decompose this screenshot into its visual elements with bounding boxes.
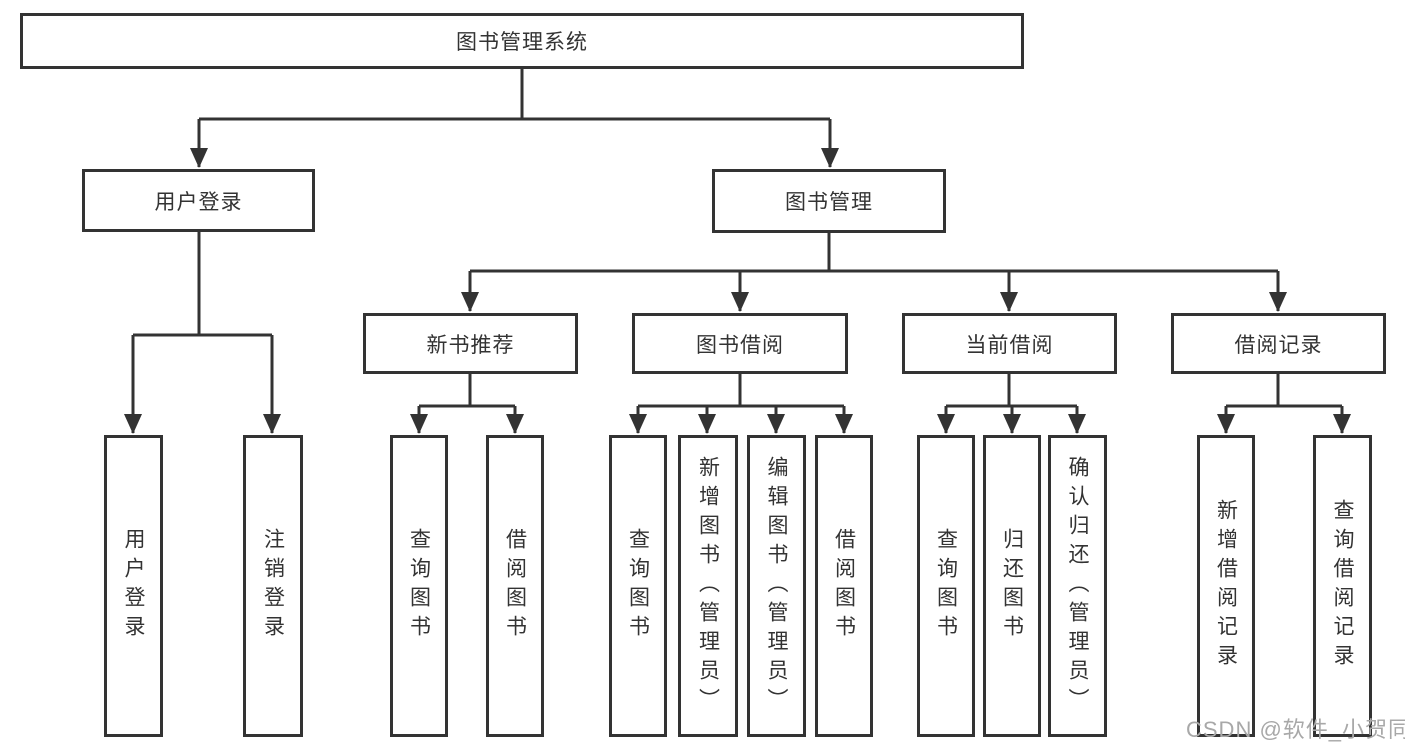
node-current-borrow: 当前借阅 <box>902 313 1117 374</box>
leaf-user-login-label: 用户登录 <box>122 528 146 644</box>
leaf-borrow-add-book-admin-label: 新增图书（管理员） <box>696 455 721 717</box>
leaf-recommend-borrow-book-label: 借阅图书 <box>503 528 528 644</box>
leaf-recommend-borrow-book: 借阅图书 <box>486 435 544 737</box>
node-current-borrow-label: 当前借阅 <box>965 332 1054 357</box>
leaf-current-return-book-label: 归还图书 <box>1000 528 1025 644</box>
leaf-current-confirm-return-admin: 确认归还（管理员） <box>1048 435 1107 737</box>
node-user-login-label: 用户登录 <box>154 189 243 214</box>
node-borrow-record-label: 借阅记录 <box>1234 332 1323 357</box>
node-root: 图书管理系统 <box>20 13 1024 69</box>
node-book-management: 图书管理 <box>712 169 946 233</box>
leaf-borrow-borrow-book-label: 借阅图书 <box>832 528 857 644</box>
leaf-logout: 注销登录 <box>243 435 303 737</box>
leaf-current-return-book: 归还图书 <box>983 435 1041 737</box>
node-book-borrow: 图书借阅 <box>632 313 848 374</box>
leaf-user-login: 用户登录 <box>104 435 163 737</box>
leaf-record-add-borrow-record: 新增借阅记录 <box>1197 435 1255 737</box>
leaf-current-query-book: 查询图书 <box>917 435 975 737</box>
leaf-logout-label: 注销登录 <box>261 528 286 644</box>
leaf-borrow-query-book: 查询图书 <box>609 435 667 737</box>
leaf-borrow-edit-book-admin: 编辑图书（管理员） <box>747 435 806 737</box>
leaf-current-query-book-label: 查询图书 <box>934 528 959 644</box>
leaf-record-query-borrow-record-label: 查询借阅记录 <box>1331 499 1355 673</box>
leaf-record-query-borrow-record: 查询借阅记录 <box>1313 435 1372 737</box>
leaf-record-add-borrow-record-label: 新增借阅记录 <box>1214 499 1239 673</box>
leaf-recommend-query-book-label: 查询图书 <box>407 528 432 644</box>
node-borrow-record: 借阅记录 <box>1171 313 1386 374</box>
leaf-recommend-query-book: 查询图书 <box>390 435 448 737</box>
node-book-management-label: 图书管理 <box>785 190 873 214</box>
leaf-borrow-add-book-admin: 新增图书（管理员） <box>678 435 738 737</box>
node-book-borrow-label: 图书借阅 <box>696 332 784 357</box>
leaf-borrow-edit-book-admin-label: 编辑图书（管理员） <box>765 455 789 717</box>
node-new-book-recommend-label: 新书推荐 <box>426 332 515 357</box>
leaf-current-confirm-return-admin-label: 确认归还（管理员） <box>1066 455 1090 717</box>
node-user-login: 用户登录 <box>82 169 315 232</box>
node-root-label: 图书管理系统 <box>456 30 588 54</box>
csdn-watermark: CSDN @软件_小贺同学 <box>1186 717 1405 742</box>
leaf-borrow-query-book-label: 查询图书 <box>626 528 651 644</box>
node-new-book-recommend: 新书推荐 <box>363 313 578 374</box>
leaf-borrow-borrow-book: 借阅图书 <box>815 435 873 737</box>
